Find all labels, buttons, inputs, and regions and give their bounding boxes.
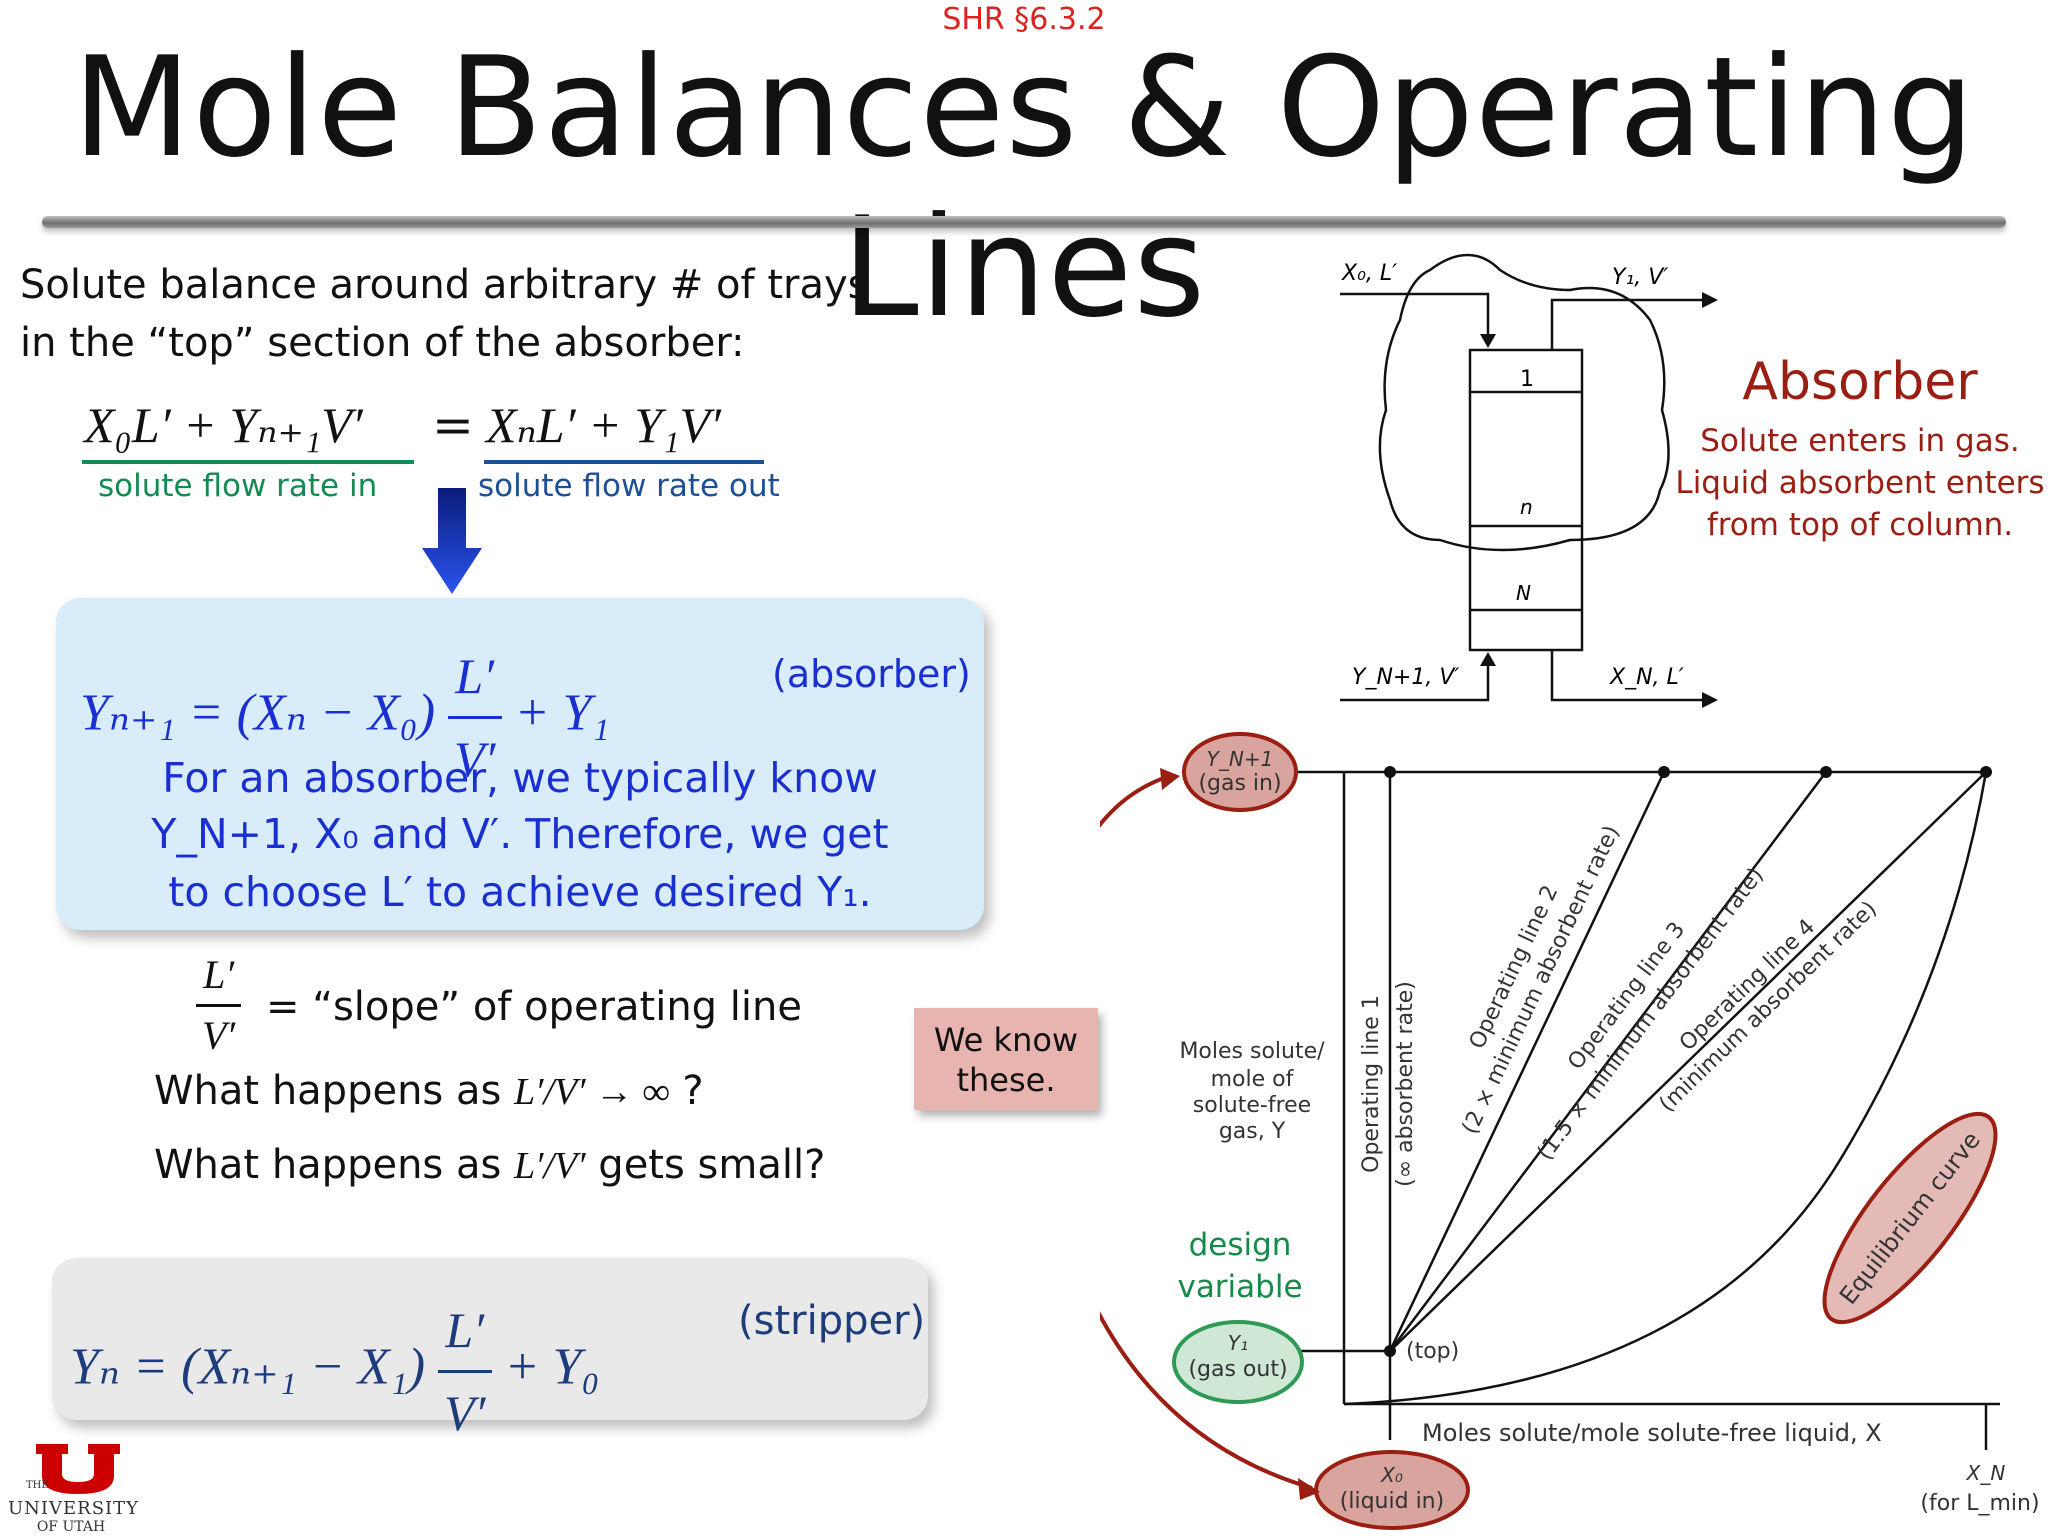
balance-rhs: XₙL′ + Y₁V′ (486, 397, 721, 453)
op-line-4 (1389, 771, 1987, 1352)
absorber-column-diagram: X₀, L′ Y₁, V′ Y_N+1, V′ X_N, L′ 1 n N (1340, 253, 1718, 708)
tray-1: 1 (1520, 367, 1534, 392)
y1-sublabel: (gas out) (1188, 1357, 1287, 1382)
absorber-heading: Absorber (1742, 352, 1978, 412)
logo-of-utah: OF UTAH (36, 1519, 106, 1535)
ytop-highlight (1182, 732, 1298, 812)
stripper-equation-box (52, 1258, 928, 1420)
op1-sublabel: (∞ absorbent rate) (1393, 981, 1418, 1187)
q1-expression: L′/V′ → ∞ (514, 1071, 670, 1113)
logo-university: UNIVERSITY (8, 1498, 140, 1519)
caption-solute-out: solute flow rate out (478, 468, 780, 504)
equilibrium-highlight (1822, 1111, 1998, 1325)
op-line-2 (1388, 771, 1666, 1352)
op-line-3 (1389, 771, 1827, 1352)
q2-text: What happens as (154, 1142, 502, 1188)
underline-out (484, 460, 764, 464)
x0-label: X₀ (1380, 1463, 1403, 1487)
section-reference: SHR §6.3.2 (942, 2, 1106, 37)
slope-frac-num: L′ (196, 946, 242, 1007)
absorber-desc-1: Solute enters in gas. (1700, 423, 2020, 459)
question-small: What happens as L′/V′ gets small? (154, 1142, 825, 1188)
absorber-text-1: For an absorber, we typically know (162, 754, 878, 802)
op1-label: Operating line 1 (1359, 995, 1384, 1173)
design-variable-label: design variable (1177, 1227, 1303, 1305)
slope-label: = “slope” of operating line (266, 984, 802, 1030)
label-top-in: X₀, L′ (1341, 261, 1397, 286)
tray-N: N (1516, 581, 1531, 605)
absorber-frac-den: V′ (454, 731, 496, 787)
y-label-4: gas, Y (1219, 1119, 1286, 1144)
absorber-equation: Yₙ₊₁ = (Xₙ − X₀) L′ V′ + Y₁ (80, 636, 610, 799)
block-u-icon (36, 1444, 120, 1494)
slide-title: Mole Balances & Operating Lines (72, 27, 1976, 348)
xn-sublabel: (for L_min) (1920, 1491, 2039, 1516)
balance-lhs: X₀L′ + Yₙ₊₁V′ (84, 397, 363, 453)
stripper-tag: (stripper) (738, 1298, 926, 1344)
y1-highlight (1172, 1320, 1304, 1404)
top-point-label: (top) (1406, 1339, 1459, 1364)
ytop-label: Y_N+1 (1207, 747, 1274, 771)
stripper-eq-tail: + Y₀ (504, 1338, 600, 1396)
label-bottom-in: Y_N+1, V′ (1352, 665, 1459, 690)
underline-in (82, 460, 414, 464)
x0-sublabel: (liquid in) (1340, 1489, 1444, 1514)
operating-line-plot: Moles solute/ mole of solute-free gas, Y… (1100, 732, 2040, 1530)
absorber-desc-2: Liquid absorbent enters (1675, 465, 2045, 501)
question-infinity: What happens as L′/V′ → ∞ ? (154, 1068, 704, 1114)
stripper-eq-fraction: L′ V′ (438, 1290, 492, 1453)
q1-text: What happens as (154, 1068, 502, 1114)
ytop-sublabel: (gas in) (1198, 771, 1281, 796)
stripper-equation: Yₙ = (Xₙ₊₁ − X₁) L′ V′ + Y₀ (70, 1290, 600, 1453)
q2-end: gets small? (598, 1142, 826, 1188)
tray-n: n (1520, 495, 1533, 519)
down-arrow-icon (422, 488, 482, 594)
balance-envelope (1378, 253, 1670, 552)
y1-label: Y₁ (1228, 1331, 1248, 1355)
q1-end: ? (682, 1068, 704, 1114)
caption-solute-in: solute flow rate in (98, 468, 378, 504)
title-divider (42, 216, 2006, 228)
column-shell (1468, 348, 1584, 652)
x-axis-label: Moles solute/mole solute-free liquid, X (1422, 1419, 1882, 1447)
slope-frac-den: V′ (202, 1013, 236, 1058)
y-label-2: mole of (1211, 1067, 1295, 1092)
absorber-desc-3: from top of column. (1706, 507, 2014, 543)
stripper-eq-lhs: Yₙ = (Xₙ₊₁ − X₁) (70, 1338, 426, 1396)
arrow-to-ytop (1100, 776, 1165, 828)
stripper-frac-den: V′ (444, 1385, 486, 1441)
xn-label: X_N (1966, 1461, 2006, 1485)
label-top-out: Y₁, V′ (1612, 265, 1668, 290)
absorber-eq-fraction: L′ V′ (448, 636, 502, 799)
balance-equals: = (432, 396, 474, 454)
absorber-equation-box (56, 598, 984, 930)
absorber-eq-lhs: Yₙ₊₁ = (Xₙ − X₀) (80, 684, 436, 742)
absorber-frac-num: L′ (448, 636, 502, 719)
intro-line-1: Solute balance around arbitrary # of tra… (20, 262, 869, 308)
op4-sublabel: (minimum absorbent rate) (1655, 897, 1882, 1118)
absorber-description: Solute enters in gas. Liquid absorbent e… (1670, 420, 2048, 546)
university-logo: THE UNIVERSITY OF UTAH (8, 1440, 148, 1535)
arrow-to-x0 (1100, 1311, 1313, 1490)
absorber-tag: (absorber) (772, 652, 971, 696)
stripper-frac-num: L′ (438, 1290, 492, 1373)
logo-the: THE (26, 1480, 49, 1491)
slope-fraction: L′ V′ (196, 946, 242, 1065)
equilibrium-curve (1343, 771, 1988, 1406)
label-bottom-out: X_N, L′ (1609, 665, 1684, 690)
q2-expression: L′/V′ (514, 1145, 586, 1187)
we-know-callout: We know these. (914, 1008, 1098, 1110)
y-label-1: Moles solute/ (1179, 1039, 1325, 1064)
intro-line-2: in the “top” section of the absorber: (20, 320, 745, 366)
absorber-text-3: to choose L′ to achieve desired Y₁. (168, 868, 872, 916)
absorber-eq-tail: + Y₁ (514, 684, 610, 742)
y-label-3: solute-free (1193, 1093, 1311, 1118)
absorber-text-2: Y_N+1, X₀ and V′. Therefore, we get (151, 810, 889, 858)
